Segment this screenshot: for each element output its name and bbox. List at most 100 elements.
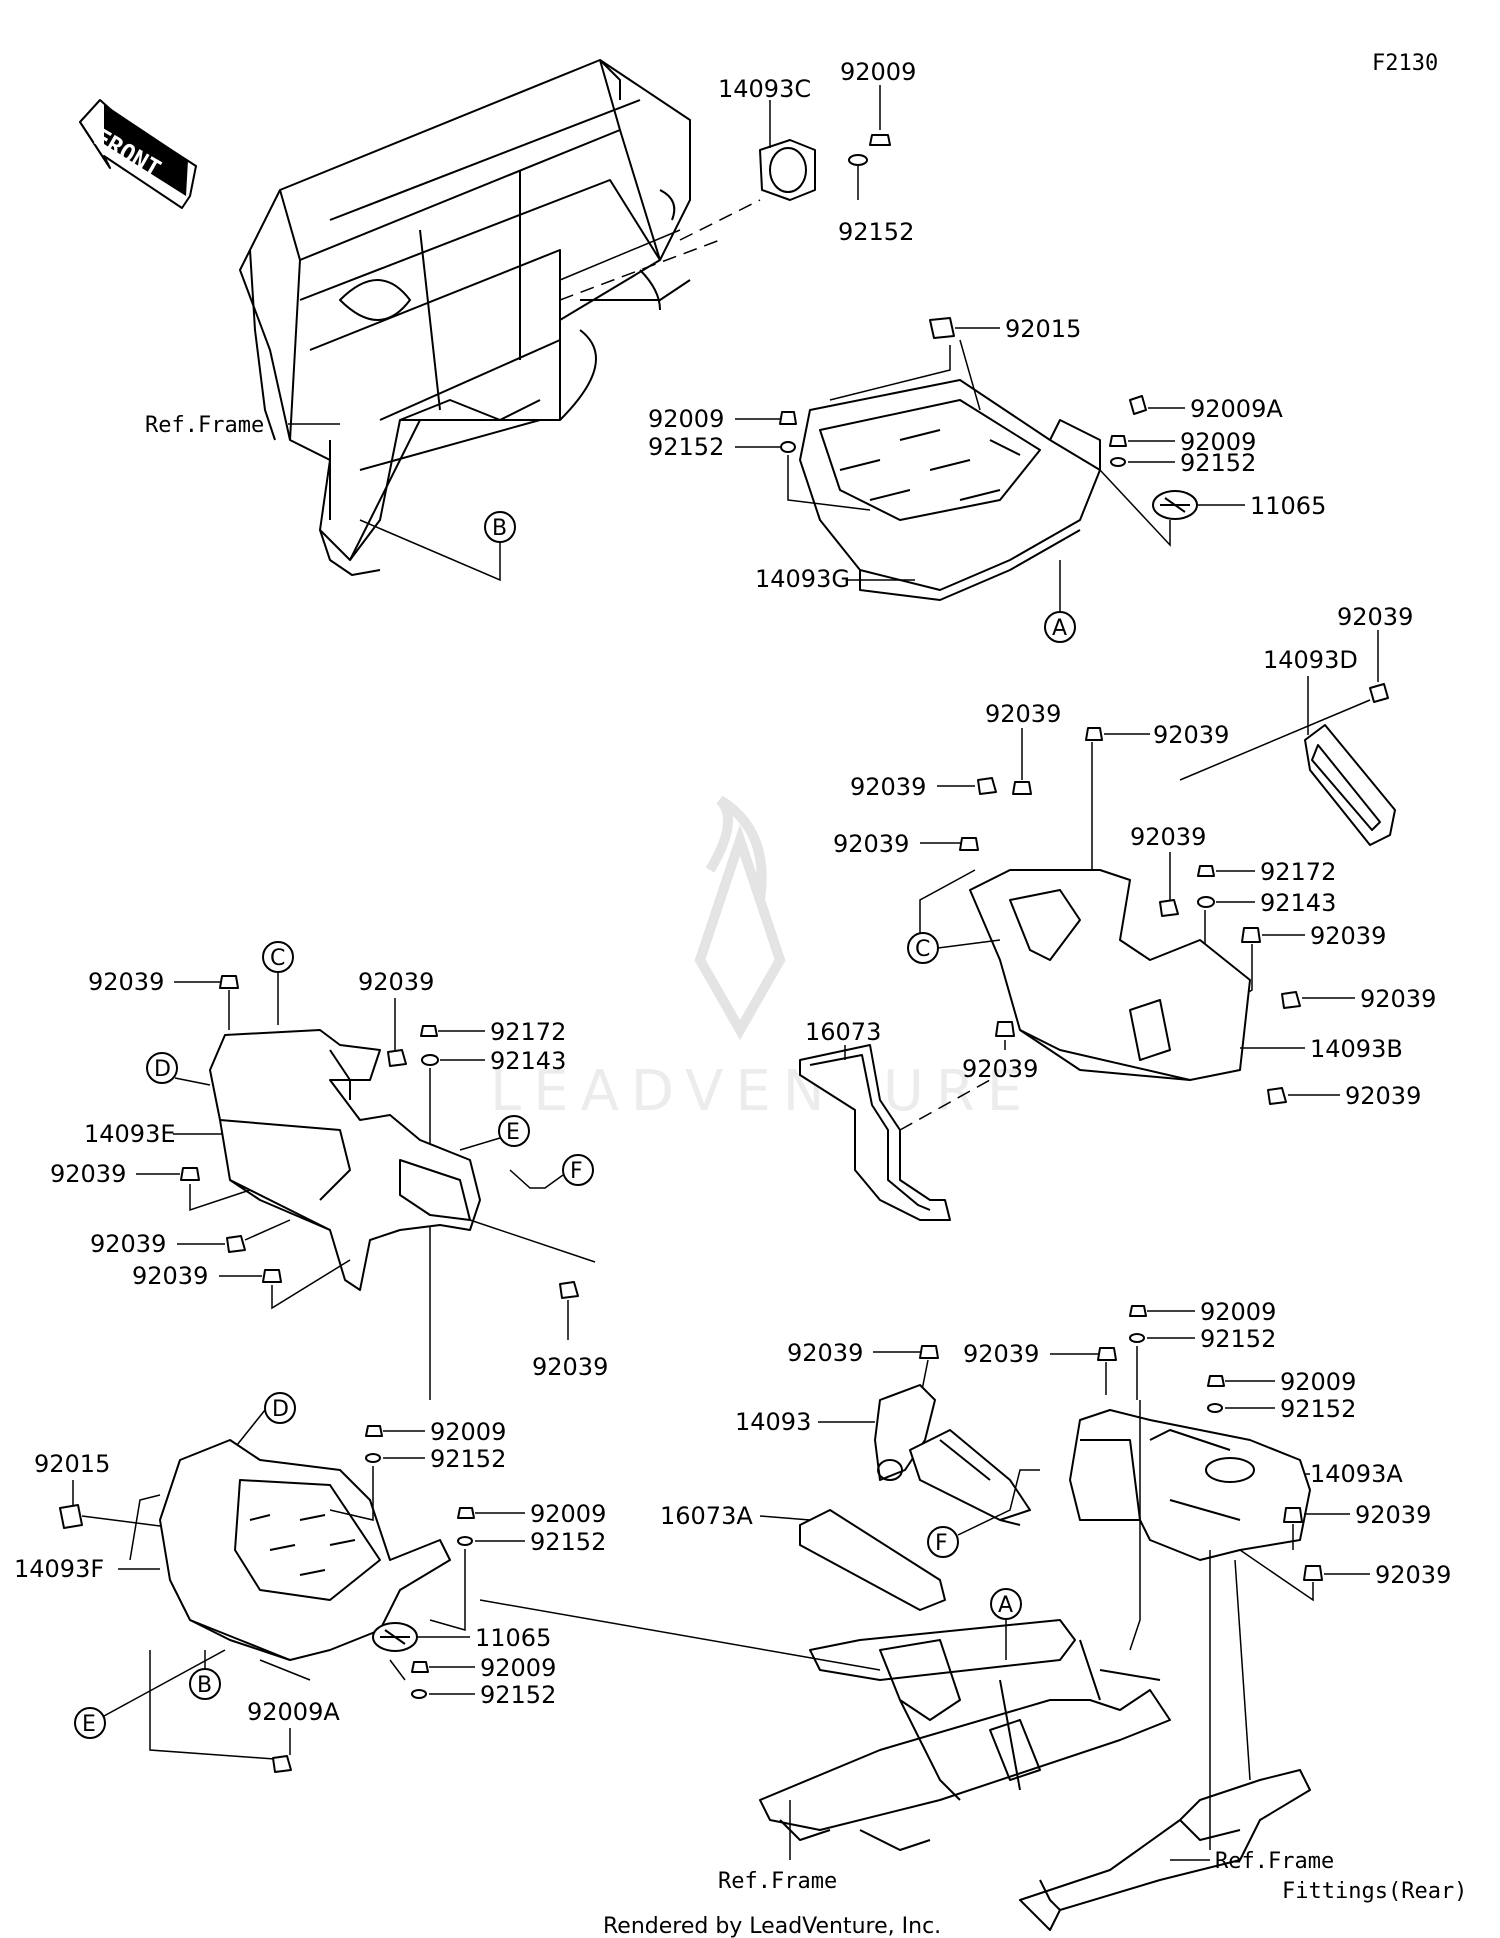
part-92009A-b: 92009A	[247, 1698, 340, 1726]
part-92009-f: 92009	[480, 1654, 556, 1682]
part-92039-r5: 92039	[833, 830, 909, 858]
callout-F-mid	[562, 1154, 594, 1186]
washer-92152-b-icon	[780, 441, 796, 453]
part-92039-r6: 92039	[1130, 823, 1206, 851]
bolt-92039-r5-icon	[959, 837, 979, 851]
callout-F-bottom	[927, 1526, 959, 1558]
washer-92152-h-icon	[1207, 1403, 1223, 1413]
letter-A-top: A	[1052, 616, 1067, 641]
letter-F-bottom: F	[935, 1531, 948, 1556]
letter-C-right: C	[915, 937, 930, 962]
letter-E-bottom: E	[82, 1712, 96, 1737]
duct-14093	[874, 1384, 1031, 1526]
part-92152-f: 92152	[480, 1681, 556, 1709]
front-arrow-icon: FRONT	[79, 99, 197, 209]
callout-E-bottom	[74, 1707, 106, 1739]
part-92172-r: 92172	[1260, 858, 1336, 886]
grommet-92015-a-icon	[929, 317, 955, 339]
bolt-92039-l3-icon	[180, 1167, 200, 1181]
part-92009-b: 92009	[648, 405, 724, 433]
bolt-92009-g-icon	[1129, 1305, 1147, 1317]
part-92015-a: 92015	[1005, 315, 1081, 343]
part-92143-r: 92143	[1260, 889, 1336, 917]
letter-C-left: C	[270, 946, 285, 971]
bolt-92009-c-icon	[1109, 435, 1127, 447]
part-16073: 16073	[805, 1018, 881, 1046]
ref-frame-fittings-line1: Ref.Frame	[1215, 1849, 1334, 1874]
part-92039-l1: 92039	[88, 968, 164, 996]
part-92009-g: 92009	[1200, 1298, 1276, 1326]
frame-fittings-rear-drawing	[1019, 1769, 1311, 1931]
watermark-logo: LEADVENTURE	[490, 795, 1034, 1124]
bolt-92039-r9-icon	[1267, 1087, 1287, 1105]
bolt-92009A-b-icon	[272, 1755, 292, 1773]
part-92152-e: 92152	[530, 1528, 606, 1556]
callout-B-top	[484, 511, 516, 543]
bolt-92039-l5-icon	[262, 1269, 282, 1283]
bolt-92039-c4-icon	[1303, 1565, 1323, 1581]
bolt-92039-l6-icon	[559, 1281, 579, 1299]
part-92039-c2: 92039	[963, 1340, 1039, 1368]
bolt-92009A-a-icon	[1129, 395, 1147, 415]
washer-92143-l-icon	[421, 1054, 439, 1066]
part-92143-l: 92143	[490, 1047, 566, 1075]
skid-plate-14093F	[159, 1439, 451, 1661]
washer-92152-e-icon	[457, 1536, 473, 1546]
seal-16073A	[799, 1509, 946, 1611]
bolt-92009-a-icon	[869, 134, 891, 146]
bolt-92009-f-icon	[411, 1661, 429, 1673]
part-92152-d: 92152	[430, 1445, 506, 1473]
bolt-92009-e-icon	[457, 1507, 475, 1519]
part-92039-r1: 92039	[1337, 603, 1413, 631]
washer-92152-f-icon	[411, 1689, 427, 1699]
washer-92152-d-icon	[365, 1453, 381, 1463]
part-92172-l: 92172	[490, 1018, 566, 1046]
part-92039-r10: 92039	[962, 1055, 1038, 1083]
part-92039-r2: 92039	[1153, 721, 1229, 749]
part-14093C: 14093C	[718, 75, 811, 103]
callout-E-mid	[498, 1115, 530, 1147]
bracket-14093C	[759, 139, 816, 201]
bolt-92039-c2-icon	[1097, 1347, 1117, 1361]
callout-A-top	[1044, 611, 1076, 643]
part-92009-d: 92009	[430, 1418, 506, 1446]
bolt-92009-h-icon	[1207, 1375, 1225, 1387]
letter-A-bottom: A	[998, 1593, 1013, 1618]
callout-D-left	[146, 1052, 178, 1084]
letter-D-bottom: D	[272, 1397, 289, 1422]
washer-92152-a-icon	[848, 154, 868, 166]
bolt-92039-r10-icon	[995, 1021, 1015, 1037]
part-92039-l4: 92039	[90, 1230, 166, 1258]
bolt-92039-l2-icon	[387, 1049, 407, 1067]
skid-plate-14093G	[799, 379, 1101, 601]
part-92039-l5: 92039	[132, 1262, 208, 1290]
letter-E-mid: E	[506, 1120, 520, 1145]
watermark-text: LEADVENTURE	[490, 1059, 1034, 1124]
bolt-92039-c3-icon	[1283, 1507, 1303, 1523]
part-92009-a: 92009	[840, 58, 916, 86]
part-92152-h: 92152	[1280, 1395, 1356, 1423]
bracket-14093D	[1304, 724, 1396, 846]
bolt-92039-r2-icon	[1085, 727, 1103, 741]
part-92039-r3: 92039	[985, 700, 1061, 728]
bolt-92039-r1-icon	[1369, 683, 1389, 703]
part-14093: 14093	[735, 1408, 811, 1436]
letter-D-left: D	[154, 1057, 171, 1082]
cover-14093E	[209, 1029, 481, 1291]
washer-92152-g-icon	[1129, 1333, 1145, 1343]
part-92009A-a: 92009A	[1190, 395, 1283, 423]
part-92039-l6: 92039	[532, 1353, 608, 1381]
main-frame-drawing	[239, 59, 721, 576]
bolt-92039-r4-icon	[977, 777, 997, 795]
part-92009-c: 92009	[1180, 428, 1256, 456]
bolt-92172-r-icon	[1197, 865, 1215, 877]
part-92009-e: 92009	[530, 1500, 606, 1528]
callout-D-bottom	[264, 1392, 296, 1424]
grommet-92015-b-icon	[59, 1504, 83, 1529]
letter-F-mid: F	[570, 1159, 583, 1184]
bolt-92039-l1-icon	[219, 975, 239, 989]
bolt-92039-r6-icon	[1159, 899, 1179, 917]
washer-92143-r-icon	[1197, 896, 1215, 908]
